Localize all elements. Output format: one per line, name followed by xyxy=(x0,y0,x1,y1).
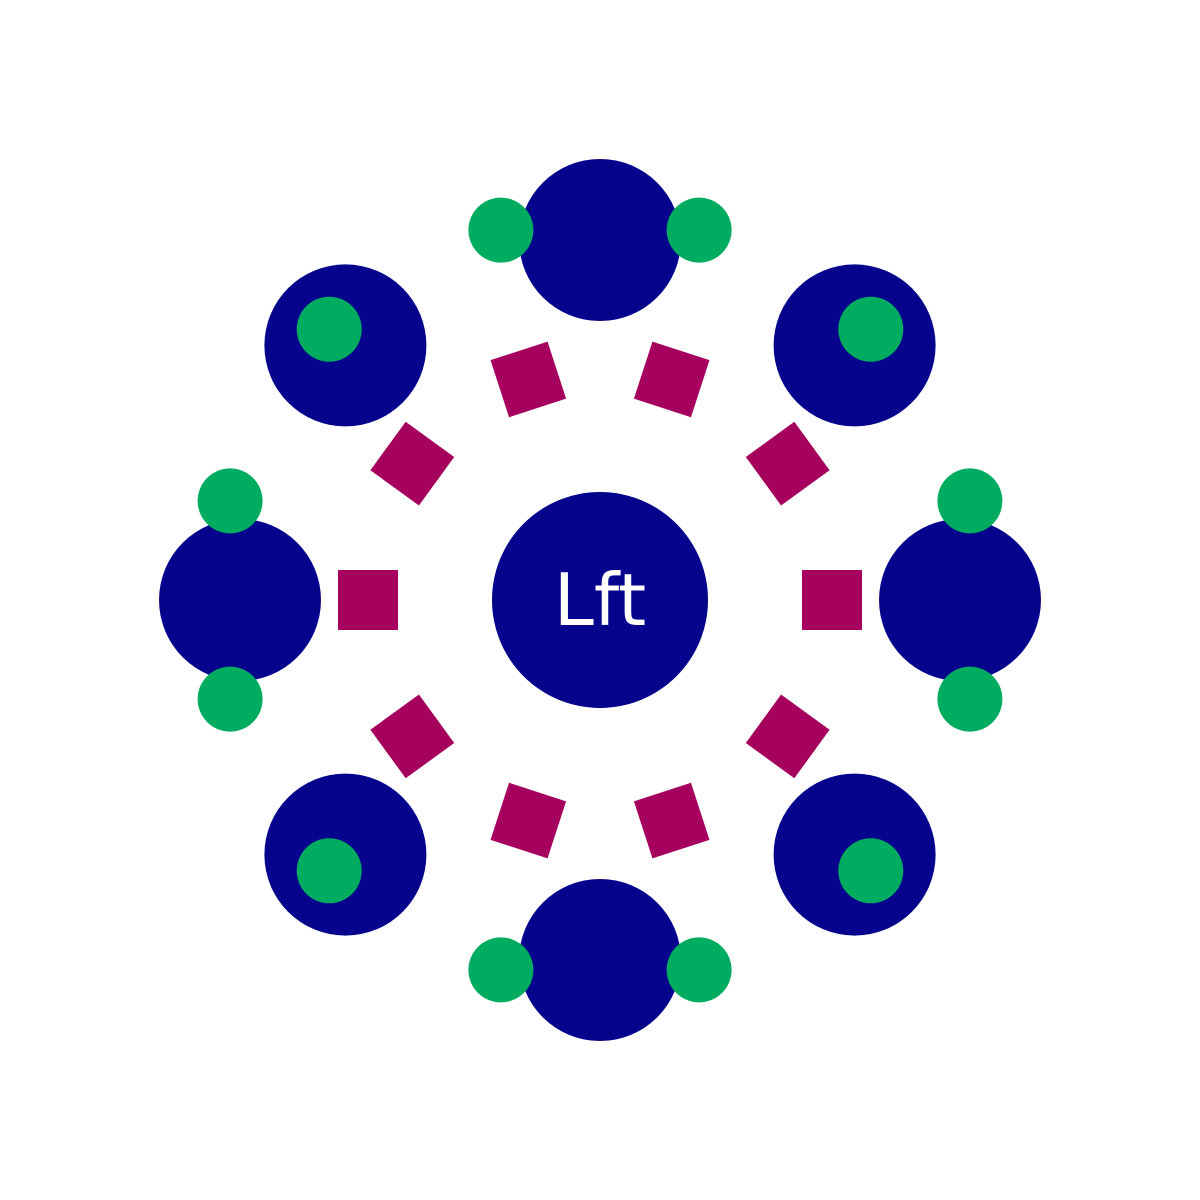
center-hub: Lft xyxy=(492,492,708,708)
outer-circle xyxy=(879,519,1041,681)
center-label: Lft xyxy=(554,558,646,642)
magenta-square xyxy=(802,570,862,630)
outer-circle xyxy=(519,159,681,321)
green-dot xyxy=(197,666,263,732)
magenta-square xyxy=(745,694,830,779)
green-dot xyxy=(296,838,362,904)
green-dot xyxy=(468,937,534,1003)
center-circle xyxy=(492,492,708,708)
green-dot xyxy=(937,666,1003,732)
green-dot xyxy=(838,838,904,904)
magenta-square xyxy=(633,782,710,859)
magenta-square xyxy=(490,341,567,418)
magenta-square xyxy=(633,341,710,418)
magenta-square xyxy=(490,782,567,859)
green-dot xyxy=(838,296,904,362)
green-dot xyxy=(296,296,362,362)
outer-circle xyxy=(519,879,681,1041)
green-dot xyxy=(937,468,1003,534)
magenta-square xyxy=(338,570,398,630)
green-dot xyxy=(468,197,534,263)
green-dot xyxy=(666,937,732,1003)
magenta-square xyxy=(370,694,455,779)
green-dot xyxy=(666,197,732,263)
square-ring xyxy=(338,341,862,859)
magenta-square xyxy=(745,421,830,506)
green-dot xyxy=(197,468,263,534)
outer-circle xyxy=(159,519,321,681)
magenta-square xyxy=(370,421,455,506)
dot-ring xyxy=(197,197,1003,1003)
